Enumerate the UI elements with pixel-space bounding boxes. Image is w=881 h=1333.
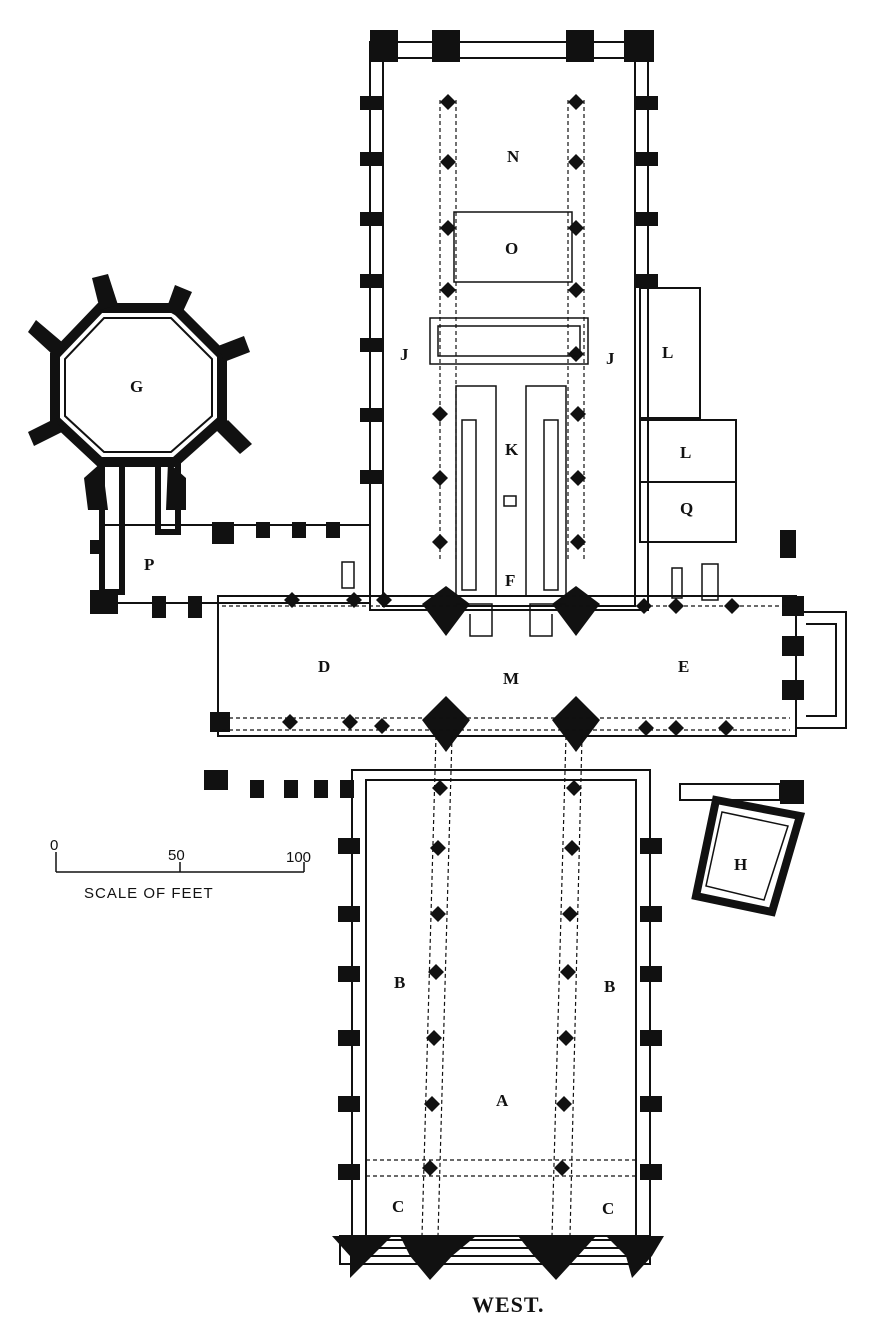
label-q: Q <box>680 499 693 518</box>
label-g: G <box>130 377 143 396</box>
scale-label-100: 100 <box>286 849 311 866</box>
buttresses <box>90 30 804 1280</box>
scale-bar: 0 50 100 SCALE OF FEET <box>50 837 311 902</box>
piers <box>282 94 740 1176</box>
chapter-house-g <box>28 274 252 595</box>
nave-inner-wall <box>365 779 637 1241</box>
walls <box>99 41 847 1265</box>
buttress <box>216 420 252 454</box>
label-a: A <box>496 1091 509 1110</box>
scale-label-0: 0 <box>50 837 58 854</box>
label-e: E <box>678 657 689 676</box>
label-b-left: B <box>394 973 405 992</box>
label-p: P <box>144 555 154 574</box>
orientation-label: WEST. <box>472 1292 544 1317</box>
buttress <box>28 418 62 446</box>
transept-wall <box>217 595 797 737</box>
room-labels: N O J J L L Q G K F P D M E H B B A C C <box>130 147 747 1218</box>
chapel-l-upper <box>639 287 701 419</box>
choir-fittings <box>341 211 719 637</box>
label-j-left: J <box>400 345 409 364</box>
arcade-lines <box>222 100 790 1237</box>
choir-inner-wall <box>382 57 636 607</box>
label-f: F <box>505 571 515 590</box>
scale-caption: SCALE OF FEET <box>84 885 214 902</box>
label-m: M <box>503 669 519 688</box>
south-porch-inner <box>806 623 837 717</box>
label-l-lower: L <box>680 443 691 462</box>
label-n: N <box>507 147 520 166</box>
buttress <box>218 336 250 362</box>
buttress <box>92 274 118 310</box>
scale-label-50: 50 <box>168 847 185 864</box>
label-c-right: C <box>602 1199 614 1218</box>
choir-outer-wall <box>369 41 649 611</box>
label-c-left: C <box>392 1197 404 1216</box>
buttress <box>28 320 62 354</box>
south-porch <box>796 611 847 729</box>
label-l-upper: L <box>662 343 673 362</box>
chapel-h <box>679 783 806 917</box>
buttress <box>166 285 192 318</box>
label-d: D <box>318 657 330 676</box>
label-b-right: B <box>604 977 615 996</box>
chapel-q <box>639 481 737 543</box>
nave-outer-wall <box>351 769 651 1249</box>
label-k: K <box>505 440 519 459</box>
label-o: O <box>505 239 518 258</box>
label-j-right: J <box>606 349 615 368</box>
label-h: H <box>734 855 747 874</box>
